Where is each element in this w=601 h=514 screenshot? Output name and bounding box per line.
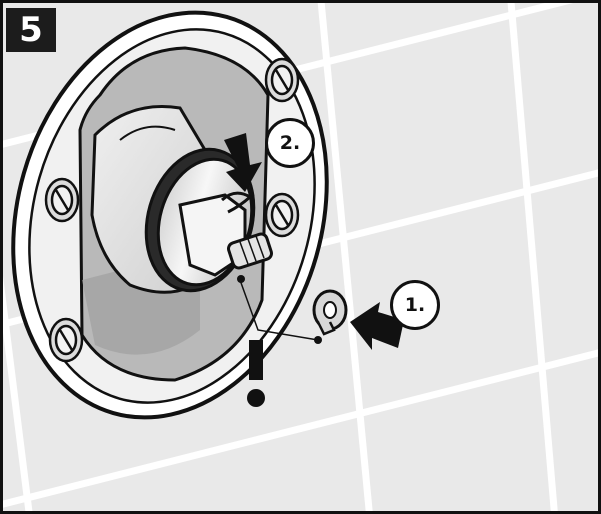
valve-cartridge [90,105,273,294]
valve-body-contour [119,125,176,141]
screw-right [264,192,300,238]
mounting-screws [44,57,300,363]
warning-mark [247,340,265,407]
leader-dot [314,336,322,344]
screw-bottom-left [48,317,84,363]
warning-dot [247,389,265,407]
screw-left [44,177,80,223]
insert-arrow [350,302,404,350]
press-arrow [224,133,262,192]
screw-top-right [264,57,300,103]
callout-step-1: 1. [390,280,440,330]
callout-step-2: 2. [265,118,315,168]
washer-tab [316,321,336,336]
washer-hole [323,301,337,319]
retaining-clip [220,191,253,214]
warning-bar [249,340,263,380]
leader-line [239,279,319,341]
washer-part [237,275,348,344]
step-number-badge: 5 [6,8,56,52]
cartridge-stem [227,232,273,270]
leader-dot-stem [237,275,245,283]
press-arrow-shape [224,133,262,192]
insert-arrow-shape [350,302,404,350]
stem-splines [239,235,265,265]
